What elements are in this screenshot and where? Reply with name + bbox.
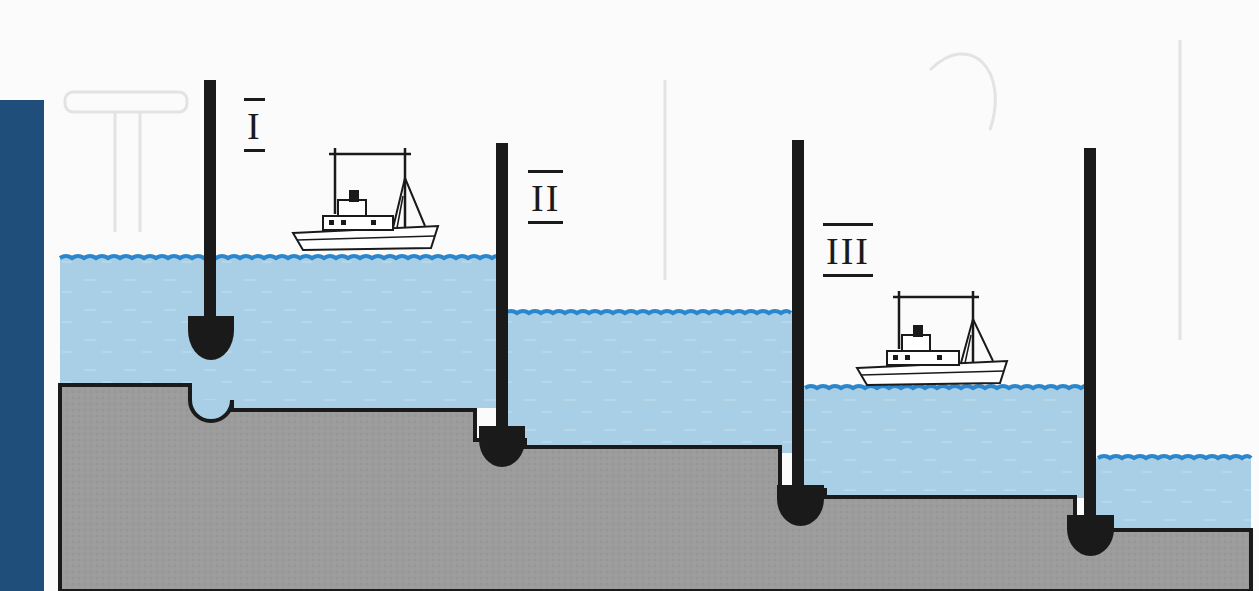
chamber-number: I bbox=[244, 98, 265, 152]
ship bbox=[857, 291, 1007, 385]
wave-line bbox=[805, 386, 1085, 388]
edge-strip bbox=[0, 100, 44, 591]
chamber-number: III bbox=[823, 223, 873, 277]
lock-gates bbox=[188, 80, 1114, 556]
wave-line bbox=[1098, 456, 1251, 458]
wave-line bbox=[60, 256, 497, 258]
chamber-number: II bbox=[528, 170, 563, 224]
wave-line bbox=[505, 311, 791, 313]
canal-bed bbox=[60, 385, 1251, 591]
ship bbox=[293, 148, 438, 250]
